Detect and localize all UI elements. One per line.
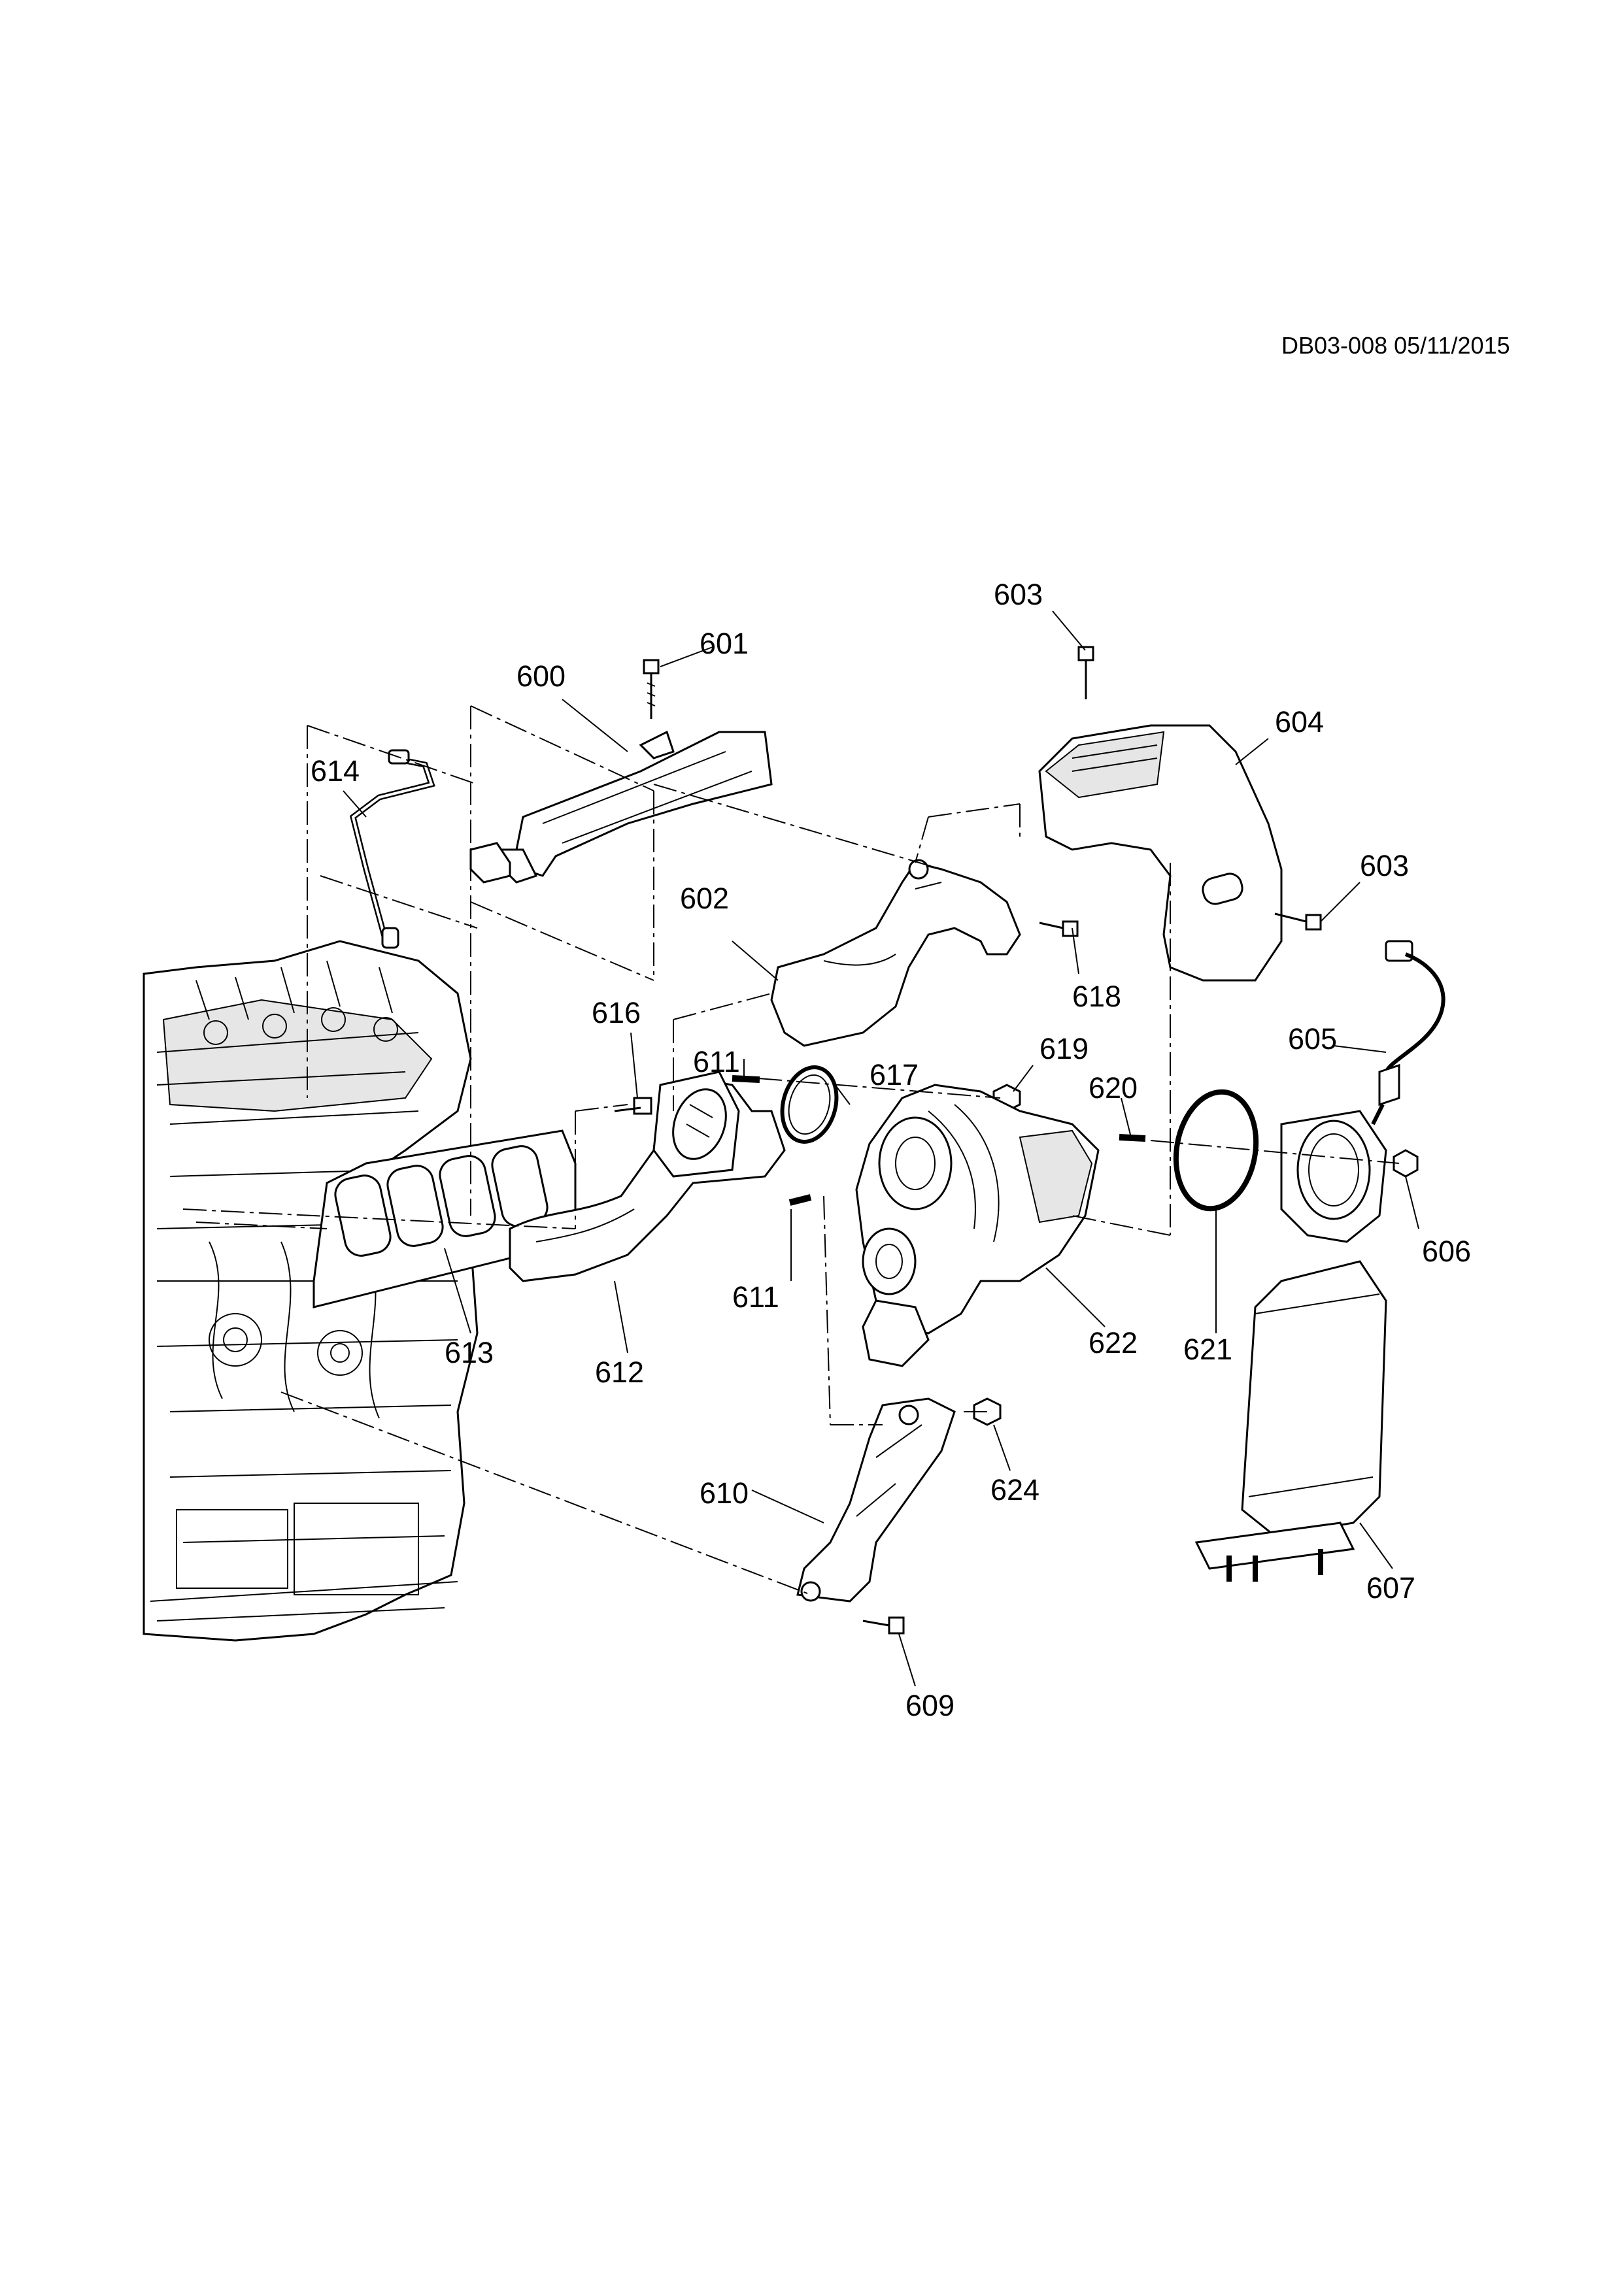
document-id: DB03-008 05/11/2015 [1281, 332, 1510, 359]
gasket-ring-621 [1173, 1089, 1259, 1212]
callout-603-upper: 603 [994, 578, 1043, 611]
turbocharger [855, 1084, 1100, 1367]
gasket-ring-617 [780, 1065, 839, 1144]
callout-603-lower: 603 [1360, 849, 1409, 882]
stud-611-upper [732, 1075, 760, 1083]
bolt-618 [1039, 920, 1079, 937]
callout-620: 620 [1089, 1071, 1138, 1105]
callout-601: 601 [700, 627, 749, 660]
callout-607: 607 [1366, 1571, 1415, 1605]
turbo-support-bracket [796, 1397, 956, 1603]
heat-shield-600 [469, 730, 773, 884]
heat-shield-604 [1038, 724, 1283, 982]
sensor-tube-614 [349, 749, 435, 949]
alignment-lines [182, 705, 1400, 1595]
callout-602: 602 [680, 882, 729, 915]
callout-616: 616 [592, 996, 641, 1029]
bolt-601 [643, 659, 660, 719]
stud-611-lower [788, 1194, 812, 1206]
callout-611-lower: 611 [732, 1280, 779, 1314]
bolt-603-upper [1077, 646, 1094, 699]
callout-621: 621 [1183, 1333, 1232, 1366]
callout-labels: 600 601 602 603 603 604 605 606 607 609 … [311, 578, 1471, 1722]
callout-611-upper: 611 [693, 1045, 740, 1078]
callout-612: 612 [595, 1356, 644, 1389]
heat-shield-602 [770, 859, 1021, 1047]
bolt-616 [614, 1097, 652, 1115]
leader-lines [343, 610, 1419, 1687]
bolt-603-lower [1274, 912, 1322, 931]
callout-624: 624 [990, 1473, 1039, 1506]
stud-620 [1119, 1134, 1146, 1142]
callout-609: 609 [905, 1689, 955, 1722]
callout-622: 622 [1089, 1326, 1138, 1359]
oxygen-sensor [1371, 940, 1445, 1125]
callout-619: 619 [1039, 1032, 1089, 1065]
callout-613: 613 [445, 1336, 494, 1369]
bolt-609 [862, 1616, 905, 1635]
callout-600: 600 [516, 659, 566, 693]
exhaust-manifold [509, 1071, 786, 1282]
callout-618: 618 [1072, 980, 1121, 1013]
nut-606 [1393, 1149, 1419, 1178]
catalytic-converter [1194, 1110, 1387, 1582]
callout-606: 606 [1422, 1235, 1471, 1268]
callout-604: 604 [1275, 705, 1324, 739]
callout-610: 610 [700, 1476, 749, 1510]
callout-614: 614 [311, 754, 360, 788]
engine-block-illustration [143, 940, 479, 1642]
callout-617: 617 [870, 1058, 919, 1091]
callout-605: 605 [1288, 1022, 1337, 1056]
gasket-ring-617-inner [788, 1074, 831, 1135]
